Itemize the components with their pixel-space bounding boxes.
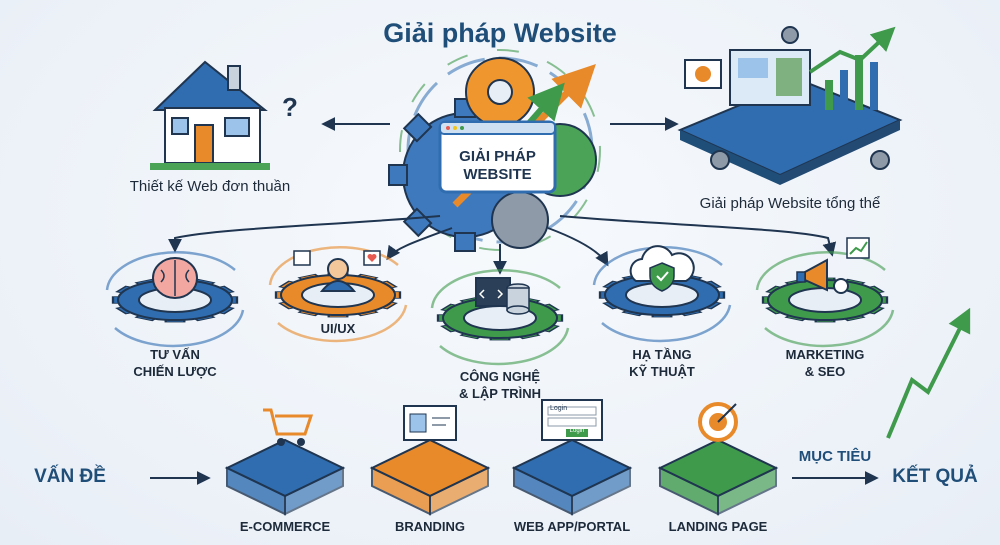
login-form-icon [541, 399, 603, 441]
flow-goal-label: MỤC TIÊU [798, 448, 872, 465]
full-solution-label: Giải pháp Website tổng thể [699, 195, 881, 212]
question-mark-icon: ? [282, 92, 298, 122]
block-2 [369, 405, 491, 516]
block-1 [224, 408, 346, 516]
service-gear-4 [592, 245, 732, 343]
house-icon [150, 60, 270, 170]
growth-arrow-icon [886, 307, 971, 439]
center-gear-cluster [388, 49, 601, 252]
block-label-2: BRANDING [394, 519, 466, 534]
dashboard-platform-icon [677, 26, 903, 185]
service-gear-3 [430, 269, 570, 366]
flow-start-label: VẤN ĐỀ [34, 466, 106, 487]
service-label-4: HẠ TẦNG KỸ THUẬT [629, 347, 695, 379]
block-label-4: LANDING PAGE [668, 519, 768, 534]
login-form-title: Login [550, 405, 568, 412]
connector-marketing [559, 215, 837, 257]
connector-uiux [386, 227, 453, 261]
service-label-1: TƯ VẤN CHIẾN LƯỢC [133, 347, 217, 379]
flow-end-label: KẾT QUẢ [892, 466, 978, 487]
block-4 [657, 402, 779, 516]
center-badge: GIẢI PHÁP WEBSITE [445, 148, 550, 184]
center-badge-line2: WEBSITE [463, 166, 532, 183]
login-button: Login [569, 428, 585, 434]
target-icon [698, 402, 738, 442]
id-card-icon [403, 405, 457, 441]
block-label-1: E-COMMERCE [239, 519, 331, 534]
block-3 [511, 399, 633, 516]
service-label-3: CÔNG NGHỆ & LẬP TRÌNH [458, 369, 542, 401]
brain-icon [152, 257, 198, 299]
service-label-5: MARKETING & SEO [785, 347, 865, 379]
cloud-shield-icon [629, 245, 695, 292]
service-label-2: UI/UX [320, 321, 356, 336]
shopping-cart-icon [263, 408, 314, 446]
code-database-icon [475, 277, 530, 315]
center-badge-line1: GIẢI PHÁP [459, 148, 536, 165]
service-gear-1 [105, 251, 245, 348]
service-gear-2 [268, 246, 408, 343]
simple-web-label: Thiết kế Web đơn thuần [129, 178, 291, 195]
block-label-3: WEB APP/PORTAL [513, 519, 631, 534]
connector-infra [547, 227, 609, 267]
service-gear-5 [755, 237, 895, 348]
page-title: Giải pháp Website [383, 18, 617, 48]
user-profile-icon [293, 250, 381, 292]
connector-strategy [168, 215, 441, 253]
megaphone-chart-icon [796, 237, 870, 294]
